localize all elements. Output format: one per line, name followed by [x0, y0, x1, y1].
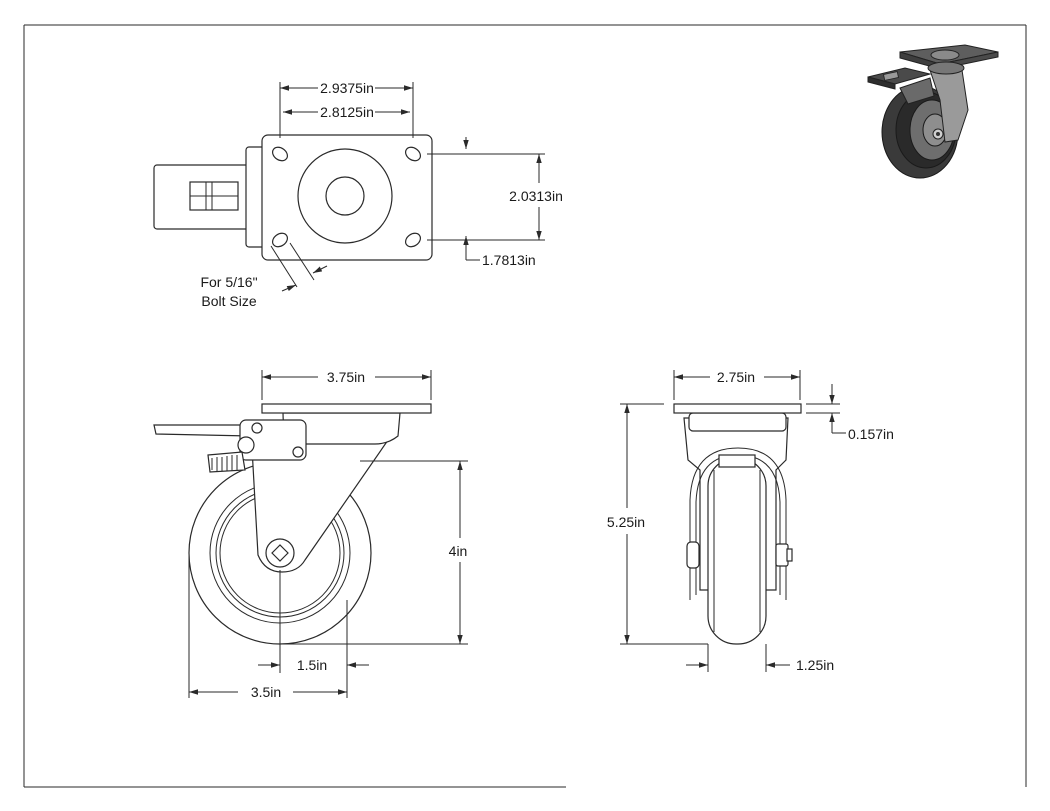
- bolt-note-line1: For 5/16": [200, 274, 257, 290]
- dim-label-plate-width: 3.75in: [327, 369, 365, 385]
- bolt-hole-top-left: [271, 146, 289, 162]
- bolt-hole-bottom-left: [271, 232, 289, 248]
- dim-label-wheel-diameter: 3.5in: [251, 684, 281, 700]
- dim-3-75: 3.75in: [261, 369, 432, 400]
- dim-label-plate-thickness: 0.157in: [848, 426, 894, 442]
- dim-label-front-plate-width: 2.75in: [717, 369, 755, 385]
- brake-lever-side: [153, 419, 307, 473]
- dim-5-25: 5.25in: [607, 403, 708, 645]
- dim-label-top-height-inner: 1.7813in: [482, 252, 536, 268]
- dim-2-75: 2.75in: [673, 369, 801, 400]
- isometric-caster-render: [867, 44, 999, 179]
- drawing-border: [23, 24, 1027, 788]
- dim-1-25: 1.25in: [686, 644, 834, 673]
- top-view: 2.9375in 2.8125in 2.0313in 1.7813in Fo: [153, 80, 563, 309]
- dim-2-9375: 2.9375in: [279, 80, 414, 138]
- brake-pedal-top: [153, 146, 267, 248]
- swivel-fork-side: [251, 429, 397, 573]
- dim-label-top-width-outer: 2.9375in: [320, 80, 374, 96]
- dim-label-wheel-width: 1.25in: [796, 657, 834, 673]
- bolt-size-callout: For 5/16" Bolt Size: [200, 242, 328, 309]
- dim-label-top-height-outer: 2.0313in: [509, 188, 563, 204]
- dim-4: 4in: [280, 460, 468, 645]
- dim-1-7813: 1.7813in: [463, 137, 536, 268]
- dim-label-top-width-inner: 2.8125in: [320, 104, 374, 120]
- dim-label-wheel-height: 4in: [449, 543, 468, 559]
- wheel-front: [707, 457, 767, 645]
- mounting-plate-side: [261, 403, 432, 414]
- axle-bolt-side: [265, 538, 295, 568]
- bolt-note-line2: Bolt Size: [201, 293, 256, 309]
- bolt-hole-bottom-right: [404, 232, 422, 248]
- dim-1-5: 1.5in: [258, 570, 369, 698]
- front-view: 2.75in 0.157in 5.25in 1.25in: [607, 369, 894, 673]
- swivel-race-inner: [325, 176, 365, 216]
- dim-0-157: 0.157in: [806, 384, 894, 442]
- dim-label-offset: 1.5in: [297, 657, 327, 673]
- dim-3-5: 3.5in: [188, 555, 347, 700]
- mounting-plate-front: [673, 403, 802, 414]
- dim-label-overall-height: 5.25in: [607, 514, 645, 530]
- bolt-hole-top-right: [404, 146, 422, 162]
- dim-2-0313: 2.0313in: [427, 153, 563, 241]
- dim-2-8125: 2.8125in: [283, 104, 410, 120]
- side-view: 3.75in 4in 1.5in 3.5in: [153, 369, 468, 700]
